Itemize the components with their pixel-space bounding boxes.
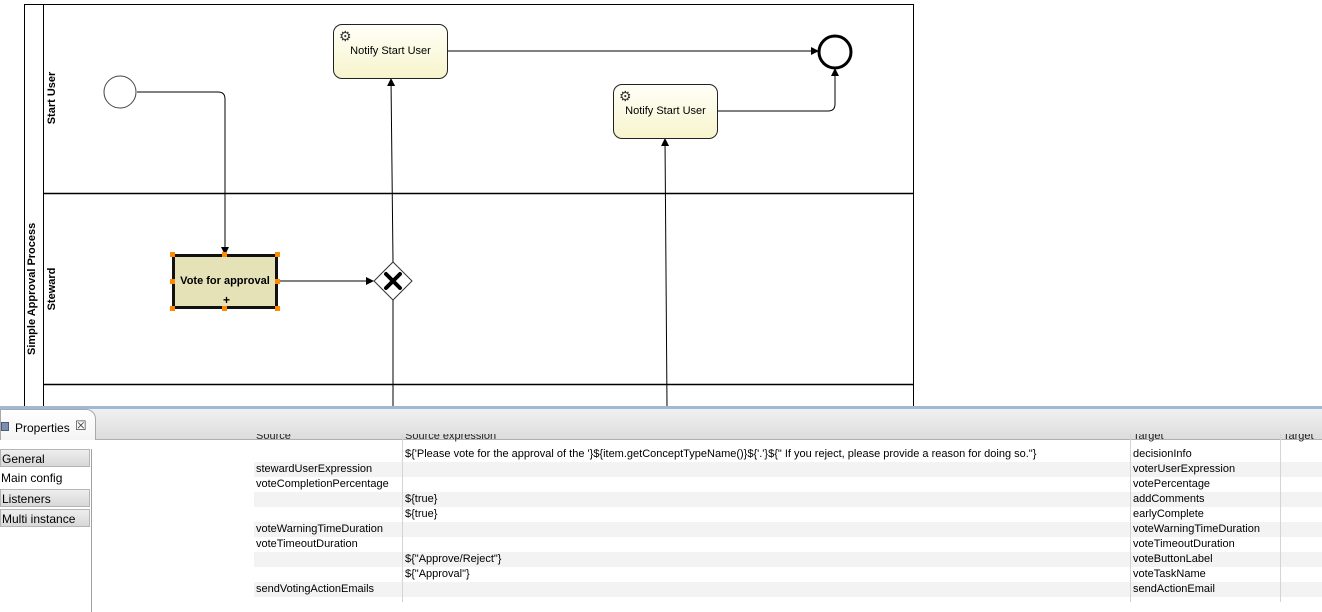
table-row[interactable]: ${"Approve/Reject"} voteButtonLabel [254,552,1322,567]
table-cell[interactable]: ${true} [405,493,438,505]
table-cell[interactable]: voteWarningTimeDuration [1133,523,1260,535]
flow-gateway-to-notify1 [387,78,396,263]
diagram-graphics [24,4,914,406]
flow-start-to-vote [137,91,229,255]
column-separator [402,434,403,602]
table-cell[interactable]: votePercentage [1133,478,1211,490]
bpmn-diagram-canvas[interactable]: Simple Approval Process Start User Stewa… [0,0,1322,406]
gear-icon: ⚙ [619,88,632,104]
column-header-source-expression[interactable]: Source expression [405,434,497,442]
tab-label: Multi instance [2,512,76,526]
properties-icon [1,422,9,431]
table-row[interactable]: ${"Approval"} voteTaskName [254,567,1322,582]
table-cell[interactable]: sendActionEmail [1133,583,1215,595]
table-cell[interactable]: voteTimeoutDuration [1133,538,1235,550]
flow-notify2-to-end [718,68,839,112]
properties-view-tab[interactable]: Properties ☒ [0,409,96,440]
selection-handle[interactable] [222,306,227,311]
gateway-x-icon [384,272,402,290]
task-vote-for-approval[interactable]: Vote for approval + [172,254,278,309]
tab-label: Main config [1,471,63,485]
properties-view: Properties ☒ [0,406,1322,612]
tab-listeners[interactable]: Listeners [0,489,90,507]
selection-handle[interactable] [275,306,280,311]
task-label: Vote for approval [180,274,270,287]
table-row[interactable]: sendVotingActionEmails sendActionEmail [254,582,1322,597]
table-row[interactable]: voteCompletionPercentage votePercentage [254,477,1322,492]
tab-main-config[interactable]: Main config [0,469,90,487]
table-row[interactable]: voteTimeoutDuration voteTimeoutDuration [254,537,1322,552]
selection-handle[interactable] [170,306,175,311]
pool-label: Simple Approval Process [26,222,38,355]
task-notify-start-user-1[interactable]: ⚙ Notify Start User [333,24,448,79]
table-cell[interactable]: sendVotingActionEmails [256,583,375,595]
selection-handle[interactable] [170,279,175,284]
table-row[interactable]: ${'Please vote for the approval of the '… [254,447,1322,462]
lane-label-steward: Steward [46,267,58,311]
view-tab-strip [0,409,1322,440]
selection-handle[interactable] [170,252,175,257]
tab-label: Listeners [2,492,51,506]
table-row[interactable]: stewardUserExpression voterUserExpression [254,462,1322,477]
start-event [103,75,137,109]
selection-handle[interactable] [275,252,280,257]
table-cell[interactable]: addComments [1133,493,1205,505]
tab-multi-instance[interactable]: Multi instance [0,509,90,527]
task-label: Notify Start User [625,104,706,117]
pool-frame [24,4,914,406]
table-row[interactable]: ${true} addComments [254,492,1322,507]
view-title: Properties [15,421,70,435]
table-cell[interactable]: earlyComplete [1133,508,1204,520]
lane-label-start-user: Start User [46,71,58,125]
column-separator [1130,434,1131,602]
table-row[interactable]: voteWarningTimeDuration voteWarningTimeDu… [254,522,1322,537]
tab-general[interactable]: General [0,449,90,467]
table-cell[interactable]: decisionInfo [1133,448,1192,460]
flow-up-to-notify2 [661,138,670,406]
table-cell[interactable]: ${"Approve/Reject"} [405,553,502,565]
subprocess-expand-icon[interactable]: + [223,293,231,307]
table-cell[interactable]: ${true} [405,508,438,520]
column-separator [1280,434,1281,602]
selection-handle[interactable] [222,252,227,257]
tab-label: General [2,452,45,466]
task-label: Notify Start User [350,44,431,57]
close-icon[interactable]: ☒ [75,418,87,433]
task-notify-start-user-2[interactable]: ⚙ Notify Start User [613,84,718,139]
table-cell[interactable]: stewardUserExpression [256,463,373,475]
io-mapping-table[interactable]: Source Source expression Target Target $… [254,434,1322,612]
table-cell[interactable]: voteCompletionPercentage [256,478,389,490]
column-header-target-2[interactable]: Target [1283,434,1314,442]
selection-handle[interactable] [275,279,280,284]
table-cell[interactable]: ${'Please vote for the approval of the '… [405,448,1037,460]
column-header-target[interactable]: Target [1133,434,1164,442]
column-header-source[interactable]: Source [256,434,291,442]
table-cell[interactable]: voterUserExpression [1133,463,1236,475]
table-cell[interactable]: voteTimeoutDuration [256,538,358,550]
table-cell[interactable]: voteWarningTimeDuration [256,523,383,535]
property-tabs: General Main config Listeners Multi inst… [0,449,92,612]
table-row[interactable]: ${true} earlyComplete [254,507,1322,522]
view-border [0,406,1322,409]
gear-icon: ⚙ [339,28,352,44]
end-event [817,34,853,70]
table-cell[interactable]: voteButtonLabel [1133,553,1213,565]
table-cell[interactable]: voteTaskName [1133,568,1206,580]
table-cell[interactable]: ${"Approval"} [405,568,470,580]
